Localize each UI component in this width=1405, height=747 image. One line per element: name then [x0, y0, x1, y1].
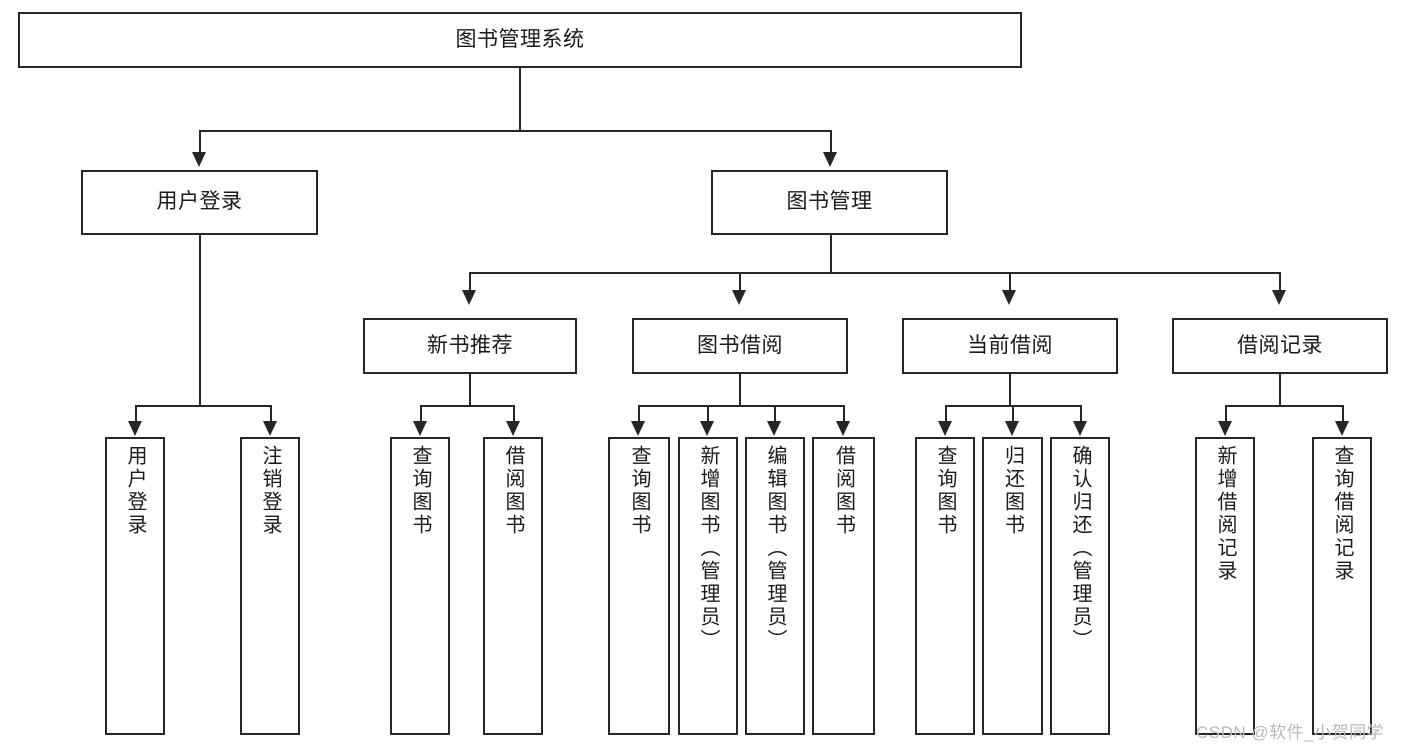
csdn-watermark: CSDN @软件_小贺同学 [1196, 723, 1385, 742]
node-label: 确认归还（管理员） [1069, 445, 1091, 652]
arrowhead-user-login-leaf-1 [128, 421, 142, 436]
node-current-borrow[interactable]: 当前借阅 [902, 318, 1118, 374]
connector-book-borrow-bar [638, 405, 843, 407]
connector-book-manage-drop-2 [739, 272, 741, 292]
connector-root-bar [199, 130, 831, 132]
connector-user-login-stem [199, 235, 201, 405]
connector-current-borrow-stem [1009, 374, 1011, 405]
node-label: 用户登录 [156, 190, 243, 214]
connector-cb-drop-2 [1012, 405, 1014, 423]
node-leaf-confirm-return[interactable]: 确认归还（管理员） [1050, 437, 1110, 735]
arrowhead-cb-leaf-3 [1073, 421, 1087, 436]
connector-book-manage-stem [830, 235, 832, 272]
arrowhead-bb-leaf-3 [767, 421, 781, 436]
node-leaf-user-logout[interactable]: 注销登录 [240, 437, 300, 735]
connector-book-manage-drop-1 [469, 272, 471, 292]
node-label: 查询图书 [409, 445, 431, 537]
node-label: 图书管理系统 [455, 27, 585, 51]
connector-cb-drop-1 [945, 405, 947, 423]
connector-bb-drop-3 [774, 405, 776, 423]
connector-book-manage-drop-4 [1279, 272, 1281, 292]
arrowhead-book-manage-child-3 [1002, 290, 1016, 305]
node-leaf-user-login[interactable]: 用户登录 [105, 437, 165, 735]
arrowhead-book-manage-child-4 [1272, 290, 1286, 305]
connector-root-stem [519, 68, 521, 130]
arrowhead-nbr-leaf-2 [506, 421, 520, 436]
node-label: 归还图书 [1001, 445, 1024, 537]
arrowhead-bb-leaf-4 [836, 421, 850, 436]
arrowhead-root-to-user-login [192, 152, 206, 167]
arrowhead-bb-leaf-1 [631, 421, 645, 436]
connector-cb-drop-3 [1080, 405, 1082, 423]
node-label: 借阅图书 [832, 445, 855, 537]
connector-br-drop-2 [1342, 405, 1344, 423]
node-label: 当前借阅 [967, 333, 1053, 357]
node-leaf-borrow-book-2[interactable]: 借阅图书 [812, 437, 875, 735]
arrowhead-user-login-leaf-2 [263, 421, 277, 436]
connector-bb-drop-2 [707, 405, 709, 423]
node-leaf-add-book[interactable]: 新增图书（管理员） [678, 437, 738, 735]
connector-new-book-recommend-stem [469, 374, 471, 405]
connector-nbr-drop-2 [513, 405, 515, 423]
node-label: 新书推荐 [427, 333, 513, 357]
node-user-login[interactable]: 用户登录 [81, 170, 318, 235]
connector-book-borrow-stem [739, 374, 741, 405]
connector-book-manage-drop-3 [1009, 272, 1011, 292]
node-label: 查询图书 [934, 445, 956, 537]
node-leaf-edit-book[interactable]: 编辑图书（管理员） [745, 437, 805, 735]
connector-borrow-record-stem [1279, 374, 1281, 405]
node-leaf-query-book-2[interactable]: 查询图书 [608, 437, 670, 735]
node-label: 编辑图书（管理员） [764, 445, 786, 652]
arrowhead-nbr-leaf-1 [413, 421, 427, 436]
arrowhead-br-leaf-1 [1218, 421, 1232, 436]
node-label: 查询借阅记录 [1331, 445, 1353, 583]
connector-root-to-book-manage [830, 130, 832, 153]
connector-nbr-drop-1 [420, 405, 422, 423]
node-label: 新增借阅记录 [1214, 445, 1236, 583]
node-label: 借阅记录 [1237, 333, 1323, 357]
arrowhead-br-leaf-2 [1335, 421, 1349, 436]
arrowhead-book-manage-child-2 [732, 290, 746, 305]
node-root-system[interactable]: 图书管理系统 [18, 12, 1022, 68]
arrowhead-cb-leaf-2 [1005, 421, 1019, 436]
node-label: 借阅图书 [502, 445, 524, 537]
node-label: 用户登录 [124, 445, 146, 537]
connector-br-drop-1 [1225, 405, 1227, 423]
node-book-borrow[interactable]: 图书借阅 [632, 318, 848, 374]
connector-new-book-recommend-bar [420, 405, 513, 407]
connector-user-login-drop-2 [270, 405, 272, 423]
node-label: 图书管理 [786, 190, 873, 214]
node-label: 注销登录 [259, 445, 281, 537]
node-leaf-borrow-book-1[interactable]: 借阅图书 [483, 437, 543, 735]
connector-user-login-bar [135, 405, 270, 407]
connector-bb-drop-4 [843, 405, 845, 423]
node-leaf-query-book-1[interactable]: 查询图书 [390, 437, 450, 735]
node-label: 新增图书（管理员） [697, 445, 719, 652]
arrowhead-book-manage-child-1 [462, 290, 476, 305]
connector-borrow-record-bar [1225, 405, 1342, 407]
connector-book-manage-bar [469, 272, 1280, 274]
connector-root-to-user-login [199, 130, 201, 153]
arrowhead-root-to-book-manage [823, 152, 837, 167]
node-label: 图书借阅 [697, 333, 783, 357]
node-leaf-query-book-3[interactable]: 查询图书 [915, 437, 975, 735]
node-label: 查询图书 [628, 445, 650, 537]
node-new-book-recommend[interactable]: 新书推荐 [363, 318, 577, 374]
node-leaf-return-book[interactable]: 归还图书 [982, 437, 1043, 735]
connector-user-login-drop-1 [135, 405, 137, 423]
connector-bb-drop-1 [638, 405, 640, 423]
node-borrow-record[interactable]: 借阅记录 [1172, 318, 1388, 374]
node-book-manage[interactable]: 图书管理 [711, 170, 948, 235]
node-leaf-add-record[interactable]: 新增借阅记录 [1195, 437, 1255, 735]
node-leaf-query-record[interactable]: 查询借阅记录 [1312, 437, 1372, 735]
arrowhead-cb-leaf-1 [938, 421, 952, 436]
arrowhead-bb-leaf-2 [700, 421, 714, 436]
